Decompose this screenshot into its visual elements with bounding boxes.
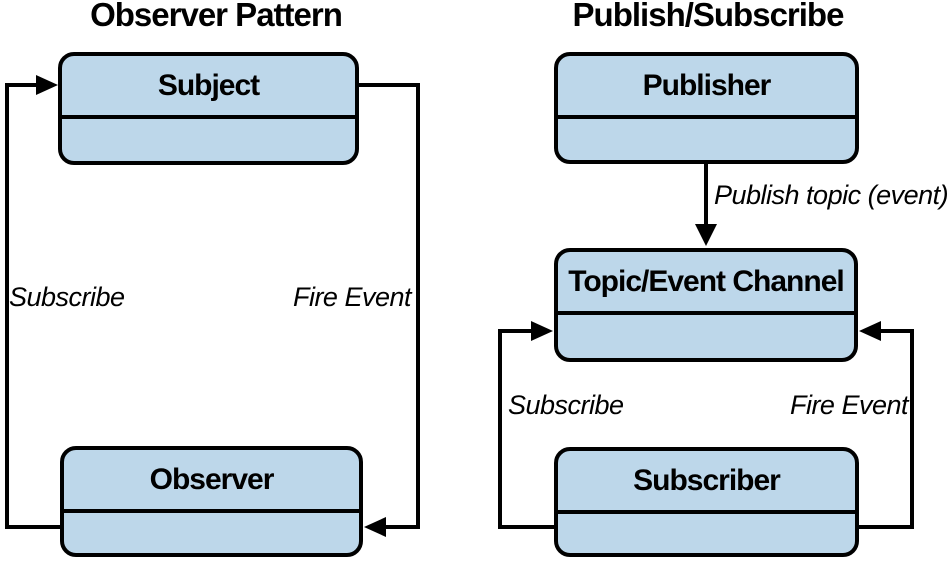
- node-subscriber-body: [558, 514, 855, 553]
- edge-observer-fire-event: [357, 83, 420, 537]
- publish-subscribe-title: Publish/Subscribe: [572, 0, 845, 33]
- label-observer-subscribe: Subscribe: [9, 282, 125, 312]
- node-publisher-label: Publisher: [558, 56, 855, 119]
- node-observer: Observer: [60, 446, 363, 557]
- node-publisher: Publisher: [554, 52, 859, 164]
- node-subject: Subject: [58, 52, 359, 165]
- node-publisher-body: [558, 119, 855, 160]
- node-subject-label: Subject: [62, 56, 355, 119]
- node-subscriber-label: Subscriber: [558, 451, 855, 514]
- edge-observer-subscribe: [5, 75, 61, 529]
- node-subject-body: [62, 119, 355, 161]
- label-pubsub-subscribe: Subscribe: [508, 390, 624, 420]
- observer-pattern-title: Observer Pattern: [90, 0, 343, 33]
- node-subscriber: Subscriber: [554, 447, 859, 557]
- label-observer-fire-event: Fire Event: [292, 282, 412, 312]
- edge-publish-topic: [695, 164, 717, 246]
- node-topic-event-channel: Topic/Event Channel: [554, 248, 858, 362]
- node-observer-label: Observer: [64, 450, 359, 513]
- edge-pubsub-subscribe: [498, 321, 555, 529]
- edge-pubsub-fire-event: [858, 321, 914, 529]
- node-topic-event-channel-body: [558, 315, 854, 358]
- node-observer-body: [64, 513, 359, 553]
- node-topic-event-channel-label: Topic/Event Channel: [558, 252, 854, 315]
- label-pubsub-fire-event: Fire Event: [789, 390, 909, 420]
- label-publish-topic: Publish topic (event): [714, 180, 948, 210]
